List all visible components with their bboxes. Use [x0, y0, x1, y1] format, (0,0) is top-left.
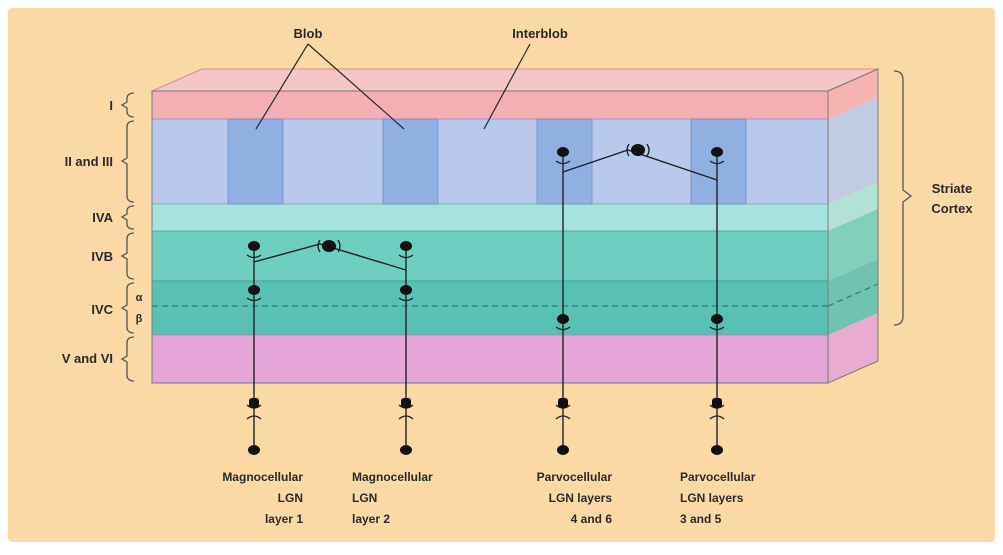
neuron-cell-body [557, 314, 569, 324]
blob-label: Blob [294, 26, 323, 41]
axon-terminal-group [246, 398, 725, 420]
side-face-iva [828, 182, 878, 231]
input-label-line: LGN [352, 491, 377, 505]
synaptic-terminals [246, 160, 725, 420]
neuron-cell-body [248, 241, 260, 251]
interblob-label: Interblob [512, 26, 568, 41]
neuron-cell-body [248, 285, 260, 295]
side-face-ivb [828, 209, 878, 281]
layer-label: I [109, 98, 113, 113]
layer-label: IVB [91, 249, 113, 264]
bracket-i [120, 92, 135, 118]
input-label-line: Parvocellular [537, 470, 613, 484]
input-label-line: Magnocellular [352, 470, 433, 484]
magno-link [253, 243, 407, 271]
input-label-magno-2: Magnocellular LGN layer 2 [352, 470, 433, 526]
ivc-alpha-label: α [136, 292, 143, 304]
block-front-outline [151, 90, 829, 384]
layer-band-iva [151, 203, 829, 232]
layer-label: IVA [92, 210, 113, 225]
bracket-ivb [120, 232, 135, 280]
side-face-ii-iii [828, 97, 878, 204]
neuron-cell-body [711, 314, 723, 324]
blob-column [690, 118, 747, 205]
bracket-iva [120, 205, 135, 230]
blob-column [536, 118, 593, 205]
neuron-cells [248, 144, 723, 455]
synapse-brackets [317, 143, 650, 253]
side-face-v-vi [828, 313, 878, 383]
ivc-beta-label: β [136, 313, 143, 325]
input-label-line: LGN layers [680, 491, 744, 505]
neuron-cell-body [322, 240, 336, 252]
parvo-link [562, 149, 718, 181]
synapse-icon [398, 254, 414, 302]
input-label-line: 3 and 5 [680, 512, 722, 526]
lgn-cell-body [400, 445, 412, 455]
side-face-ivc [828, 259, 878, 335]
input-label-line: LGN layers [549, 491, 613, 505]
bracket-ivc [120, 282, 135, 334]
blob-column [227, 118, 284, 205]
neuron-cell-body [557, 147, 569, 157]
input-label-line: Magnocellular [222, 470, 303, 484]
block-side-face [828, 69, 878, 383]
input-label-line: Parvocellular [680, 470, 756, 484]
synapse-icon [709, 160, 725, 331]
blob-columns [227, 118, 747, 205]
neuron-cell-body [711, 147, 723, 157]
bracket-ii-iii [120, 120, 135, 203]
bracket-v-vi [120, 336, 135, 382]
layer-band-i [151, 90, 829, 120]
lgn-cell-body [248, 445, 260, 455]
input-labels: Magnocellular LGN layer 1 Magnocellular … [222, 470, 755, 526]
neural-pathways [253, 149, 718, 446]
layer-band-ivb [151, 230, 829, 282]
striate-cortex-bracket [893, 70, 913, 326]
input-label-parvo-1: Parvocellular LGN layers 4 and 6 [537, 470, 613, 526]
layer-label: II and III [65, 154, 113, 169]
side-face-i [828, 69, 878, 119]
neuron-cell-body [631, 144, 645, 156]
interblob-pointer [483, 43, 531, 130]
striate-cortex-label-line2: Cortex [931, 201, 973, 216]
neuron-cell-body [400, 285, 412, 295]
synapse-icon [246, 254, 262, 302]
layer-brackets [120, 92, 135, 382]
layer-labels: I II and III IVA IVB IVC V and VI [62, 98, 114, 366]
blob-column [382, 118, 439, 205]
lgn-cell-body [557, 445, 569, 455]
neuron-cell-body [400, 241, 412, 251]
blob-pointer [255, 43, 309, 130]
layer-label: IVC [91, 302, 113, 317]
striate-cortex-label-line1: Striate [932, 181, 972, 196]
layer-band-ivc [151, 280, 829, 336]
input-label-line: LGN [278, 491, 303, 505]
input-label-parvo-2: Parvocellular LGN layers 3 and 5 [680, 470, 756, 526]
blob-pointer [307, 43, 405, 130]
synapse-icon [555, 160, 571, 331]
input-label-line: layer 1 [265, 512, 303, 526]
ivc-side-divider [827, 283, 879, 307]
lgn-cell-body [711, 445, 723, 455]
input-label-line: 4 and 6 [571, 512, 613, 526]
layer-label: V and VI [62, 351, 113, 366]
input-label-magno-1: Magnocellular LGN layer 1 [222, 470, 303, 526]
input-label-line: layer 2 [352, 512, 390, 526]
